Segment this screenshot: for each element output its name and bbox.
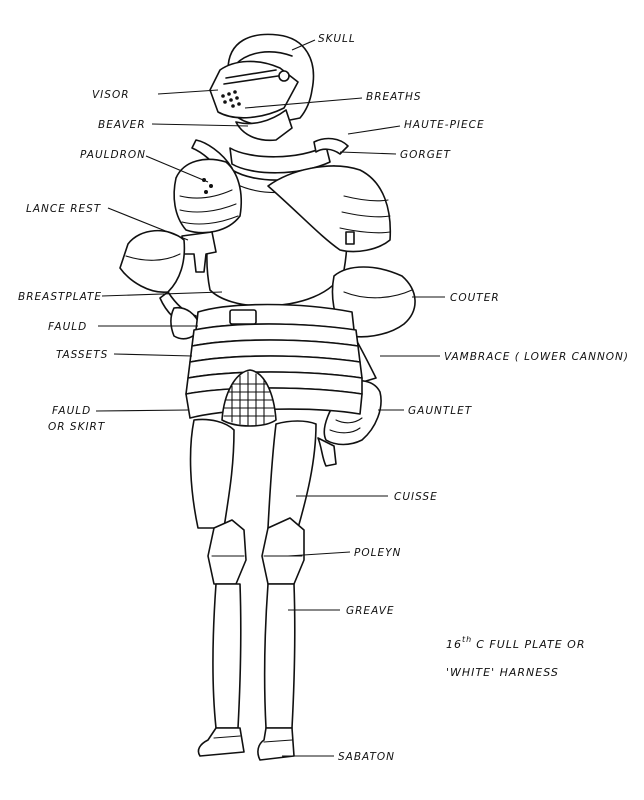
label-greave: GREAVE bbox=[346, 605, 395, 617]
label-fauld-skirt-line2: OR SKIRT bbox=[48, 421, 106, 433]
caption-line1-rest: C FULL PLATE OR bbox=[476, 638, 585, 651]
label-visor: VISOR bbox=[92, 89, 130, 101]
label-beaver: BEAVER bbox=[98, 119, 146, 131]
label-pauldron: PAULDRON bbox=[80, 149, 146, 161]
caption-century-suffix: th bbox=[462, 635, 472, 644]
legs bbox=[189, 418, 317, 529]
gorget bbox=[191, 137, 349, 177]
caption-line1: 16th C FULL PLATE OR bbox=[446, 635, 585, 651]
left-arm bbox=[119, 229, 201, 340]
mail-skirt bbox=[221, 369, 277, 427]
right-pauldron bbox=[267, 165, 392, 253]
label-breastplate: BREASTPLATE bbox=[18, 291, 102, 303]
poleyns bbox=[207, 517, 305, 585]
caption: 16th C FULL PLATE OR 'WHITE' HARNESS bbox=[446, 635, 585, 679]
label-haute-piece: HAUTE-PIECE bbox=[404, 119, 485, 131]
label-tassets: TASSETS bbox=[56, 349, 108, 361]
label-skull: SKULL bbox=[318, 33, 356, 45]
label-couter: COUTER bbox=[450, 292, 500, 304]
leader-lines bbox=[95, 39, 445, 757]
greaves bbox=[212, 583, 296, 729]
label-vambrace: VAMBRACE ( LOWER CANNON) bbox=[444, 351, 629, 363]
label-gauntlet: GAUNTLET bbox=[408, 405, 473, 417]
caption-century: 16 bbox=[446, 638, 462, 651]
caption-line2: 'WHITE' HARNESS bbox=[446, 666, 559, 679]
lance-rest bbox=[181, 231, 217, 273]
label-fauld-skirt-line1: FAULD bbox=[52, 405, 91, 417]
label-cuisse: CUISSE bbox=[394, 491, 438, 503]
left-pauldron bbox=[173, 158, 242, 234]
helmet bbox=[209, 33, 315, 142]
label-sabaton: SABATON bbox=[338, 751, 395, 763]
label-gorget: GORGET bbox=[400, 149, 451, 161]
label-breaths: BREATHS bbox=[366, 91, 422, 103]
sabatons bbox=[197, 727, 295, 761]
label-fauld: FAULD bbox=[48, 321, 87, 333]
label-poleyn: POLEYN bbox=[354, 547, 401, 559]
label-lance-rest: LANCE REST bbox=[26, 203, 102, 215]
part-labels: SKULL VISOR BREATHS BEAVER HAUTE-PIECE P… bbox=[18, 33, 629, 763]
